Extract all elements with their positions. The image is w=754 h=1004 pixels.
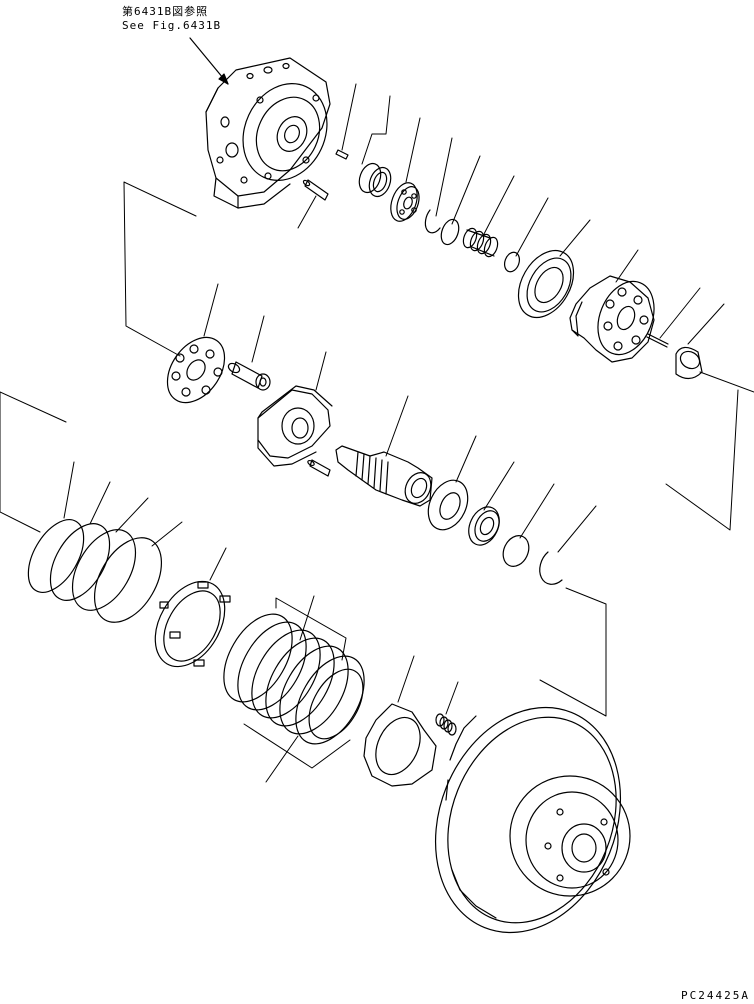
- center-pin: [647, 334, 668, 347]
- reference-note-japanese: 第6431B図参照: [122, 5, 209, 18]
- valve-plate: [156, 327, 237, 414]
- seal-ring-2: [38, 514, 122, 611]
- reference-note-english: See Fig.6431B: [122, 19, 222, 32]
- seal-ring-1: [17, 510, 95, 601]
- snap-ring-b: [540, 552, 562, 584]
- seal-ring-3: [59, 519, 148, 621]
- piston: [227, 362, 270, 390]
- seal-ring-pair: [355, 160, 394, 199]
- washer-a: [502, 250, 522, 274]
- pin: [336, 150, 348, 159]
- seal-ring-4: [81, 526, 175, 634]
- brake-plate: [364, 704, 436, 786]
- bearing-upper: [386, 179, 423, 225]
- bearing-lower: [421, 474, 476, 536]
- drawing-number: PC24425A: [681, 989, 750, 1002]
- spherical-bushing: [676, 347, 703, 378]
- shaft-key: [307, 460, 330, 476]
- dowel-pin: [302, 179, 328, 200]
- motor-case-housing: [206, 58, 342, 208]
- reference-arrow: [190, 38, 228, 84]
- retaining-ring-a: [438, 217, 462, 247]
- cylinder-block: [570, 273, 664, 363]
- reduction-housing: [403, 679, 653, 960]
- swash-plate: [507, 241, 585, 327]
- spring: [436, 714, 456, 735]
- spring-assembly: [461, 227, 500, 259]
- output-shaft: [336, 446, 436, 508]
- brake-disc-stack: [210, 602, 378, 755]
- retaining-ring-b: [498, 531, 533, 570]
- roller-bearing: [463, 502, 505, 550]
- brake-piston: [141, 569, 239, 679]
- retainer-plate: [258, 386, 332, 466]
- leader-lines: [0, 84, 754, 782]
- snap-ring-a: [425, 210, 440, 233]
